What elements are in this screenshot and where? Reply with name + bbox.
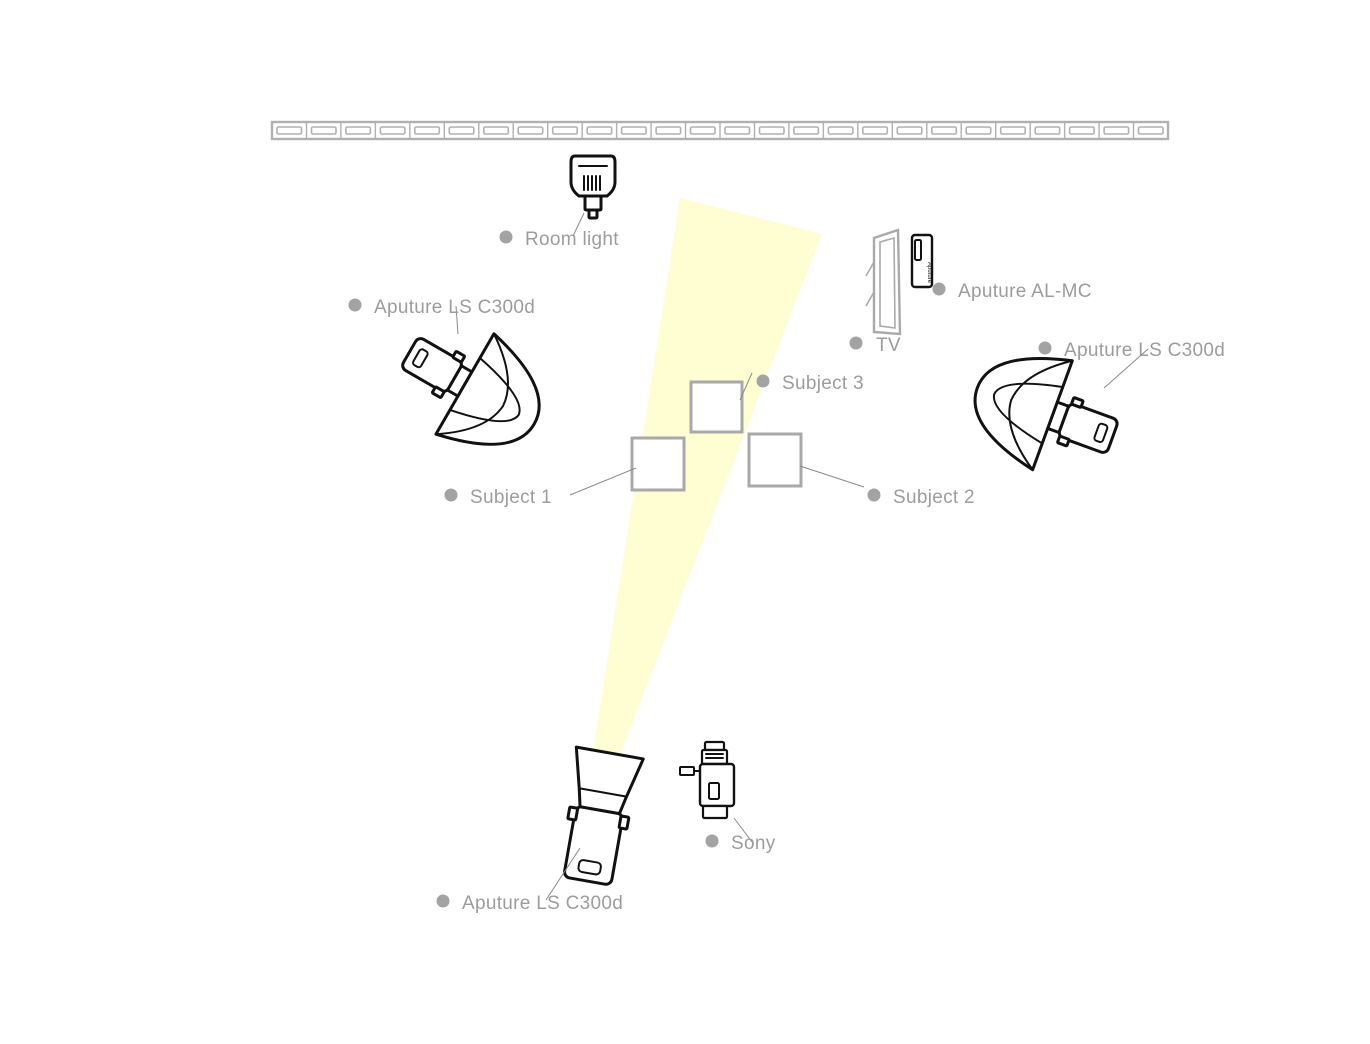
camera-icon (679, 740, 736, 820)
label-subject-3: Subject 3 (782, 373, 864, 394)
window-pane (758, 126, 785, 135)
label-dot (1038, 341, 1052, 355)
tv-panel-icon (865, 228, 902, 336)
window-pane (1103, 126, 1130, 135)
window-pane (517, 126, 544, 135)
leader-subject-3 (739, 372, 753, 401)
window-pane (1034, 126, 1061, 135)
leader-camera (733, 817, 753, 843)
subject-1-marker (630, 436, 686, 492)
leader-subject-2 (799, 465, 865, 488)
label-subject-1: Subject 1 (470, 487, 552, 508)
window-pane (1068, 126, 1095, 135)
window-pane (276, 126, 303, 135)
monitor-light-brand: Aputure (926, 262, 932, 284)
window-pane (999, 126, 1027, 135)
label-dot (867, 488, 881, 502)
label-dot (849, 336, 863, 350)
window-pane (448, 126, 475, 135)
label-camera: Sony (731, 833, 776, 854)
mini-led-panel-icon: Aputure (910, 233, 934, 289)
window-pane (551, 126, 579, 135)
label-dot (348, 298, 362, 312)
window-pane (413, 126, 441, 135)
label-monitor-light: Aputure AL-MC (958, 281, 1092, 302)
window-pane (655, 126, 682, 135)
softbox-light-icon (973, 357, 1119, 472)
window-pane (930, 126, 958, 135)
label-dot (444, 488, 458, 502)
window-pane (310, 126, 337, 135)
label-right-light: Aputure LS C300d (1064, 340, 1225, 361)
bulb-icon (569, 154, 617, 220)
leader-subject-1 (569, 467, 637, 496)
softbox-light-icon (401, 332, 541, 446)
window-pane (379, 126, 406, 135)
window-pane (793, 126, 820, 135)
label-tv: TV (876, 335, 901, 356)
leader-key-light (545, 847, 581, 901)
label-left-light: Aputure LS C300d (374, 297, 535, 318)
leader-right-light (1103, 348, 1149, 389)
window-pane (1137, 126, 1164, 135)
leader-left-light (455, 305, 459, 335)
label-dot (756, 374, 770, 388)
window-pane (689, 126, 716, 135)
window-pane (586, 126, 613, 135)
label-subject-2: Subject 2 (893, 487, 975, 508)
window-pane (482, 126, 510, 135)
window-pane (620, 126, 647, 135)
label-dot (436, 894, 450, 908)
window-pane (861, 126, 889, 135)
light-beam (590, 198, 822, 770)
window-pane (896, 126, 923, 135)
label-dot (705, 834, 719, 848)
window-pane (965, 126, 992, 135)
window-pane (827, 126, 854, 135)
label-dot (932, 282, 946, 296)
leader-room-light (572, 212, 585, 237)
window-strip-icon (270, 120, 1170, 141)
window-pane (345, 126, 372, 135)
subject-2-marker (747, 432, 803, 488)
softbox-light-icon (563, 745, 645, 886)
subject-3-marker (689, 380, 744, 434)
label-key-light: Aputure LS C300d (462, 893, 623, 914)
label-dot (499, 230, 513, 244)
window-pane (724, 126, 751, 135)
label-room-light: Room light (525, 229, 619, 250)
